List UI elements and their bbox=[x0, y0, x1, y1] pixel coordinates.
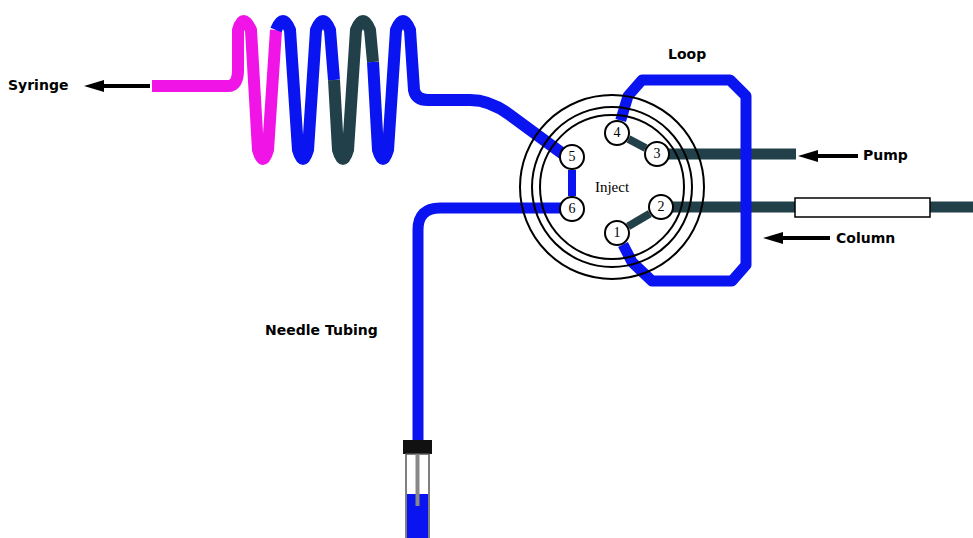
node-text: 2 bbox=[658, 200, 665, 214]
column-arrow bbox=[778, 236, 830, 240]
needle bbox=[416, 454, 420, 506]
part-label: Pump bbox=[863, 147, 908, 163]
coil-tubing bbox=[276, 21, 334, 159]
part-label: Needle Tubing bbox=[265, 322, 378, 338]
column-arrowhead bbox=[763, 232, 783, 244]
sample-vial bbox=[406, 454, 429, 538]
valve-port: 1 bbox=[604, 220, 630, 246]
part-label: Column bbox=[836, 230, 895, 246]
valve-body bbox=[520, 95, 704, 279]
node-text: 1 bbox=[614, 226, 621, 240]
valve-ring bbox=[520, 95, 704, 279]
valve-ring bbox=[532, 107, 692, 267]
part-label: Syringe bbox=[8, 77, 68, 93]
valve-port: 2 bbox=[648, 194, 674, 220]
injection-valve: Inject 4 3 5 6 1 2 bbox=[519, 94, 705, 280]
valve-ring bbox=[540, 115, 684, 259]
valve-port: 3 bbox=[644, 141, 670, 167]
tubing bbox=[568, 170, 576, 196]
pump-arrow bbox=[812, 154, 858, 158]
valve-port: 6 bbox=[559, 196, 585, 222]
valve-port: 5 bbox=[559, 144, 585, 170]
coil-tubing bbox=[152, 21, 276, 159]
needle-tubing bbox=[418, 208, 562, 442]
part-label: Loop bbox=[668, 46, 706, 62]
node-text: 6 bbox=[569, 202, 576, 216]
pump-arrowhead bbox=[798, 150, 818, 162]
tubing bbox=[629, 139, 646, 148]
node-text: 3 bbox=[654, 147, 661, 161]
node-text: 4 bbox=[614, 126, 621, 140]
column bbox=[795, 198, 930, 217]
coil-tubing bbox=[334, 21, 373, 159]
syringe-arrow bbox=[100, 84, 150, 88]
column-tubing bbox=[929, 202, 973, 213]
valve-port: 4 bbox=[604, 120, 630, 146]
syringe-arrowhead bbox=[84, 80, 104, 92]
node-text: Inject bbox=[595, 180, 629, 195]
needle-cap bbox=[403, 440, 432, 454]
tubing bbox=[628, 214, 650, 227]
node-text: 5 bbox=[569, 150, 576, 164]
